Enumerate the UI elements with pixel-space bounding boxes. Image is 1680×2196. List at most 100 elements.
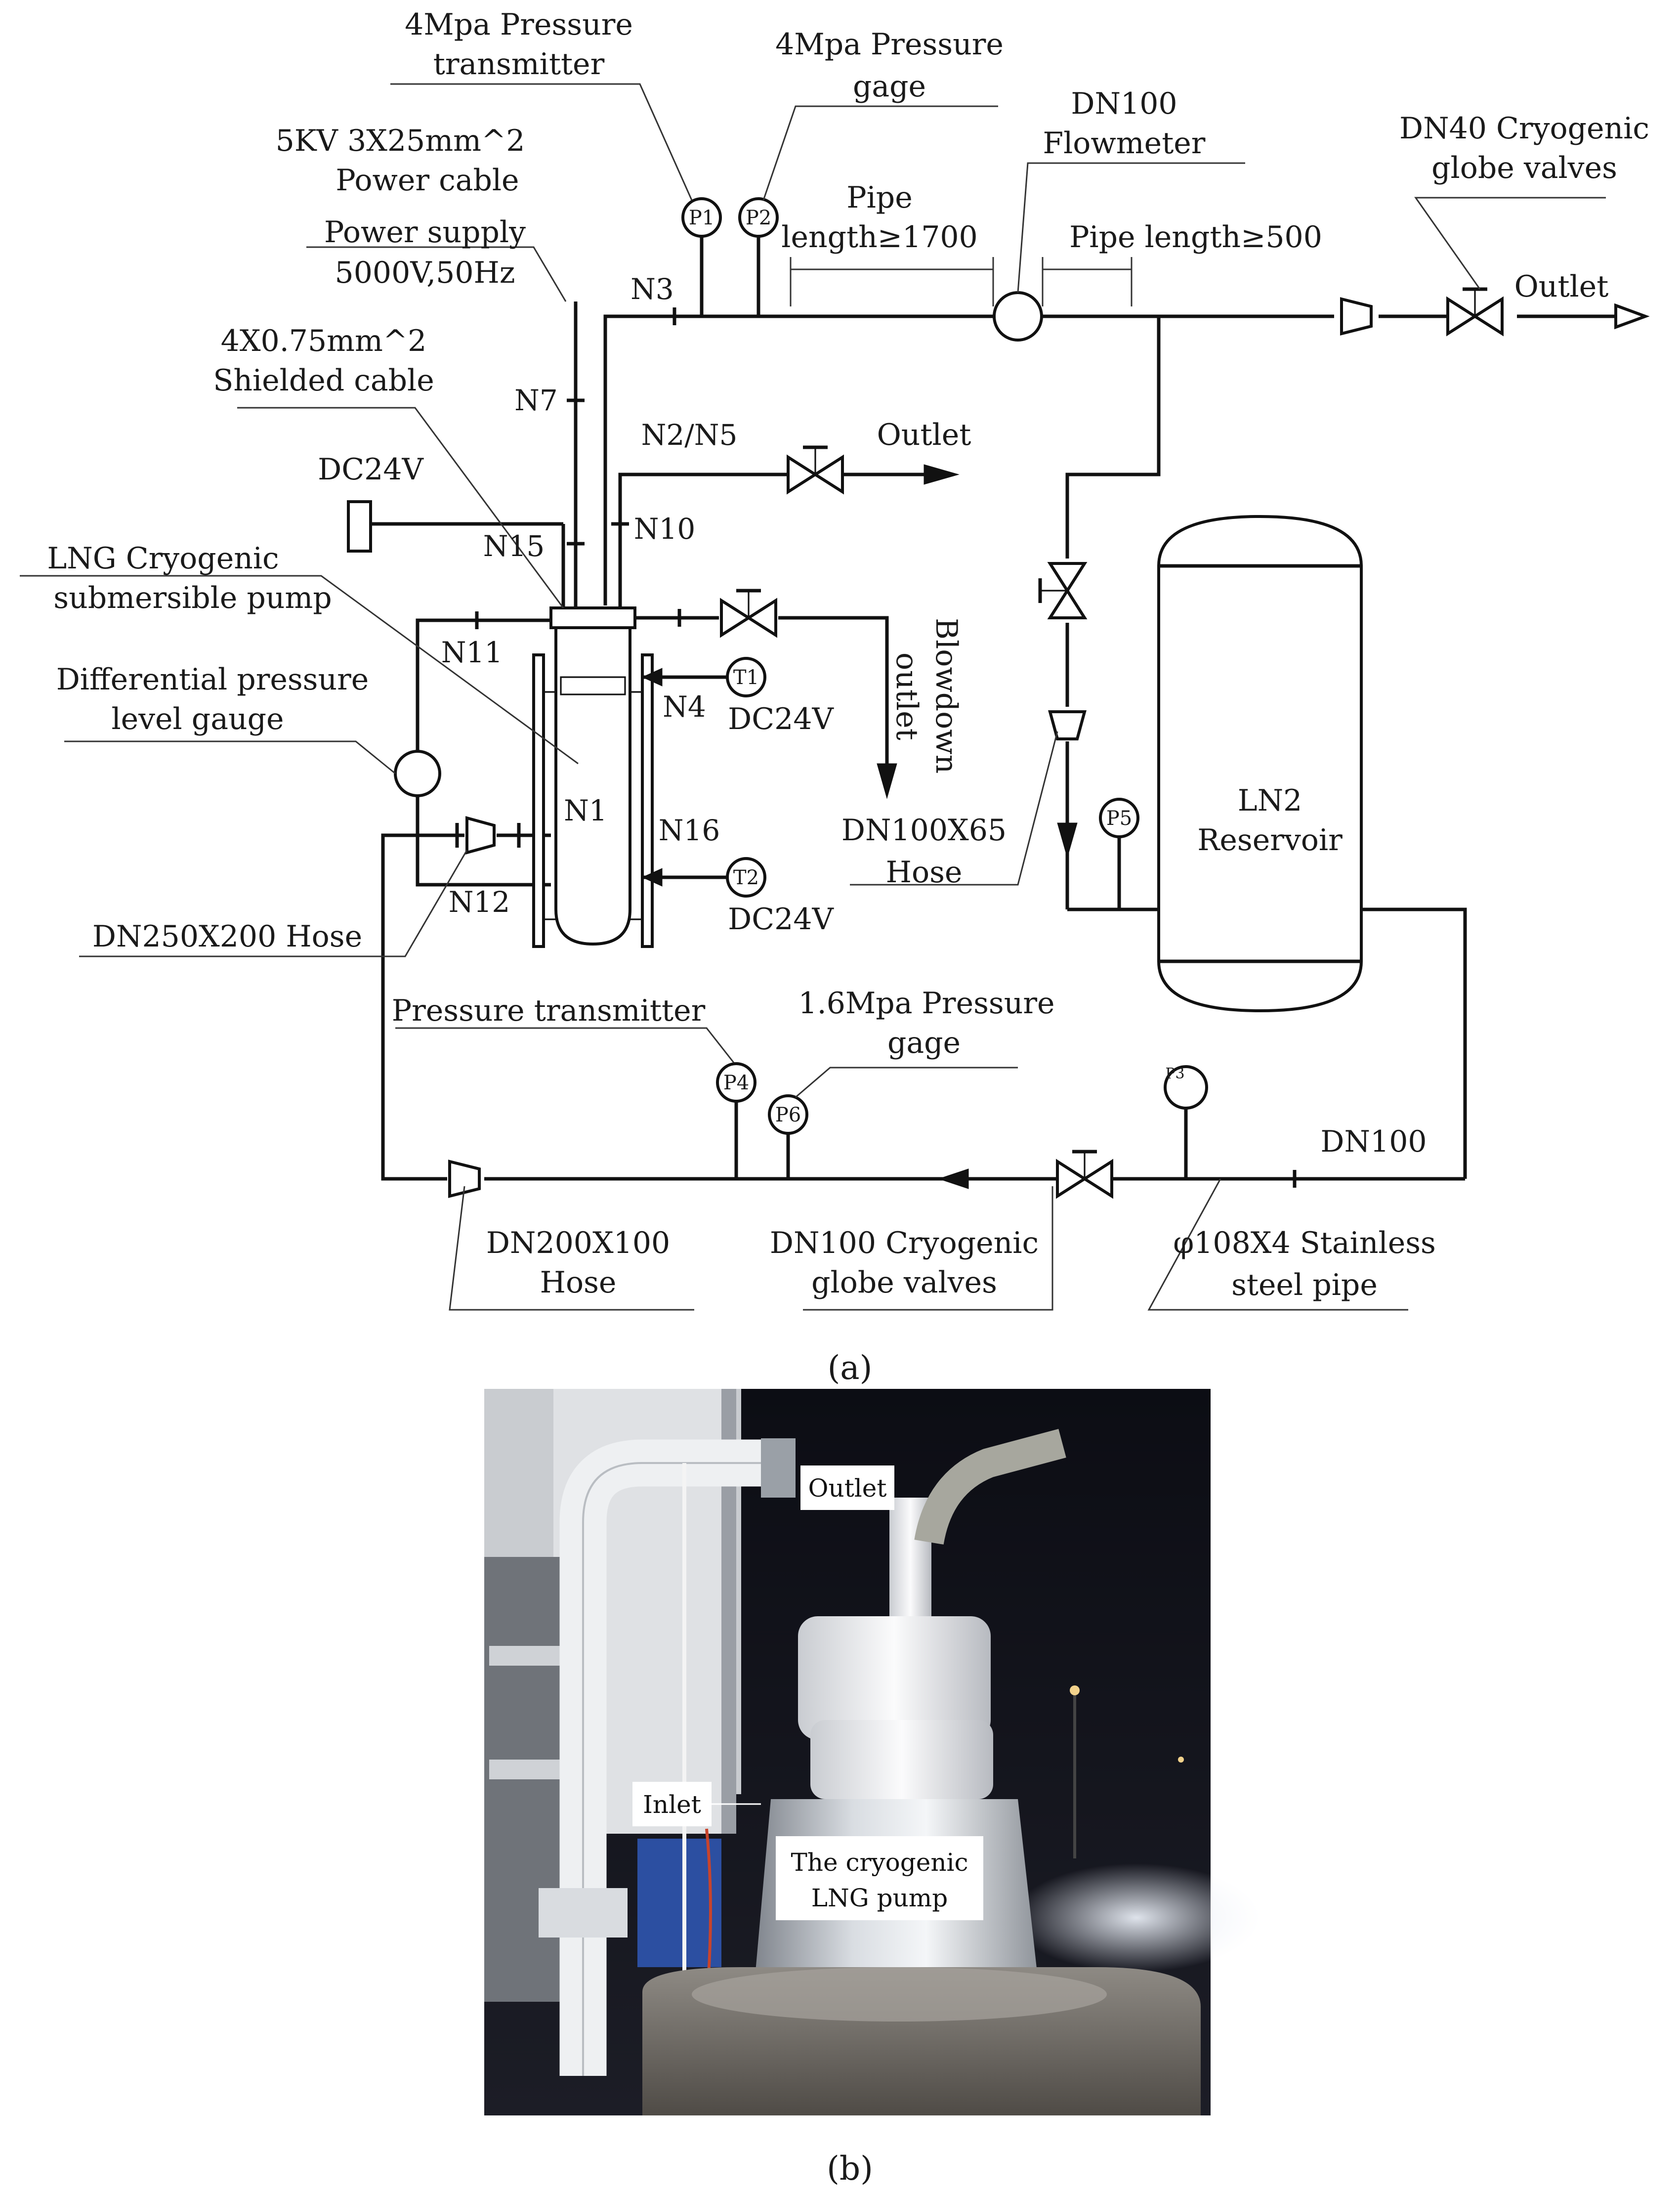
dn200x100-label-1: DN200X100: [486, 1226, 670, 1260]
stainless-pipe-label-1: φ108X4 Stainless: [1173, 1226, 1436, 1260]
n11-pipe: [416, 618, 551, 751]
diagram-labels: 4Mpa Pressure transmitter 4Mpa Pressure …: [47, 7, 1649, 1302]
power-supply-label-2: 5000V,50Hz: [335, 256, 515, 290]
p1-label-1: 4Mpa Pressure: [405, 7, 633, 42]
pump-housing-inner: [560, 676, 626, 695]
photo-blue-panel: [637, 1839, 721, 1967]
blowdown-pipe-out: [778, 616, 889, 766]
dn100-label: DN100: [1320, 1124, 1427, 1159]
pump-label-1: LNG Cryogenic: [47, 541, 279, 576]
power-cable-label-1: 5KV 3X25mm^2: [276, 124, 525, 158]
n15-label: N15: [483, 529, 545, 563]
hose-dn100x65-label-1: DN100X65: [841, 813, 1007, 848]
bypass-pipe: [1065, 316, 1161, 559]
shielded-cable-label-1: 4X0.75mm^2: [221, 324, 427, 358]
pipework: [368, 301, 1616, 1181]
p1-label-2: transmitter: [433, 47, 605, 82]
dn40-valve-label-1: DN40 Cryogenic: [1399, 111, 1649, 146]
outlet-reducer: [1340, 297, 1373, 336]
flowmeter-label-2: Flowmeter: [1043, 126, 1205, 161]
gage-16-label-2: gage: [887, 1026, 961, 1060]
photo-outlet-label-box: [800, 1465, 894, 1510]
n1-label: N1: [564, 794, 607, 827]
p3-pressure: [1164, 1065, 1208, 1110]
level-gauge-lower: [416, 796, 551, 887]
pipe1-label-1: Pipe: [846, 180, 912, 215]
photo-inlet-label-box: [632, 1782, 712, 1826]
t2-tag: T2: [733, 866, 759, 889]
photo-inlet-label: Inlet: [643, 1790, 701, 1819]
p2-label-1: 4Mpa Pressure: [775, 27, 1004, 62]
p6-tag: P6: [775, 1104, 801, 1126]
photo-pump-label-box: [776, 1836, 983, 1920]
caption-a: (a): [828, 1349, 873, 1387]
reservoir-label-line2: Reservoir: [1197, 823, 1343, 858]
p1-tag: P1: [689, 207, 714, 229]
reservoir-label-line1: LN2: [1238, 783, 1302, 818]
n16-arrow: [641, 868, 663, 887]
power-supply-label-1: Power supply: [324, 215, 526, 250]
blowdown-label-2: outlet: [889, 652, 924, 740]
pressure-transmitter-label: Pressure transmitter: [392, 993, 706, 1028]
n2n5-globe-valve: [787, 445, 844, 495]
pump-frame-right: [641, 653, 654, 948]
p4-pressure-transmitter: [716, 1062, 756, 1103]
n4-arrow: [641, 668, 663, 687]
photo-outlet-label: Outlet: [808, 1474, 887, 1503]
flowmeter-label-1: DN100: [1071, 86, 1177, 121]
ln2-reservoir: LN2 Reservoir: [1157, 515, 1363, 1013]
reservoir-outlet-pipe: [1361, 907, 1467, 1179]
p1-pressure-transmitter: [681, 197, 722, 238]
power-cable-label-2: Power cable: [336, 163, 519, 198]
level-gauge-label-1: Differential pressure: [56, 662, 369, 697]
bypass-globe-valve: [1038, 562, 1088, 619]
t1-tag: T1: [733, 666, 759, 689]
p2-pressure-gage: [738, 197, 779, 238]
differential-pressure-level-gauge: [394, 750, 441, 797]
n2n5-outlet-label: Outlet: [877, 418, 971, 452]
t1-temperature: [726, 657, 766, 697]
inlet-hose-label: DN250X200 Hose: [92, 919, 362, 954]
dn100-valve-label-1: DN100 Cryogenic: [770, 1226, 1039, 1260]
p5-tag: P5: [1106, 807, 1132, 830]
stainless-pipe-label-2: steel pipe: [1231, 1268, 1378, 1302]
valves: [720, 287, 1504, 1199]
level-gauge-label-2: level gauge: [111, 702, 284, 736]
dn200x100-label-2: Hose: [540, 1265, 617, 1300]
dc24v-label: DC24V: [318, 452, 424, 487]
p5-pressure: [1099, 798, 1139, 838]
hose-dn100x65-label-2: Hose: [886, 855, 963, 890]
t1-power-label: DC24V: [728, 702, 834, 736]
n12-label: N12: [449, 885, 510, 919]
leader-lines: [20, 83, 1606, 1311]
nozzle-ticks: [475, 307, 1297, 1188]
n2n5-label: N2/N5: [641, 418, 738, 452]
dn100-flowmeter: [993, 291, 1043, 342]
reducers: [448, 297, 1373, 1198]
photo-pump-frost-top: [798, 1616, 991, 1740]
n11-label: N11: [441, 636, 503, 669]
bypass-down-arrow: [1057, 822, 1078, 859]
blowdown-label-1: Blowdown: [929, 618, 964, 774]
shielded-cable-label-2: Shielded cable: [213, 363, 434, 398]
photo-vent-pipe: [914, 1429, 1066, 1545]
photo-pump-frost-mid: [810, 1720, 993, 1799]
dn200x100-reducer: [448, 1160, 481, 1198]
main-outlet-label: Outlet: [1514, 269, 1609, 304]
blowdown-arrow: [877, 763, 897, 799]
inlet-pipe: [381, 833, 464, 1181]
t2-temperature: [726, 857, 766, 898]
dc24v-power-box: [347, 500, 372, 553]
p2-tag: P2: [746, 207, 771, 229]
n2n5-outlet-arrow: [924, 464, 960, 485]
dn40-cryogenic-globe-valve: [1446, 287, 1504, 337]
gage-16-label-1: 1.6Mpa Pressure: [798, 986, 1054, 1021]
dn40-valve-label-2: globe valves: [1431, 151, 1617, 185]
dn250x200-reducer: [465, 816, 496, 855]
p4-tag: P4: [723, 1072, 749, 1094]
pump-label-2: submersible pump: [53, 581, 332, 615]
pipe1-label-2: length≥1700: [781, 220, 977, 255]
photo-fog: [1013, 1863, 1260, 1972]
flow-arrows: [877, 303, 1650, 1189]
